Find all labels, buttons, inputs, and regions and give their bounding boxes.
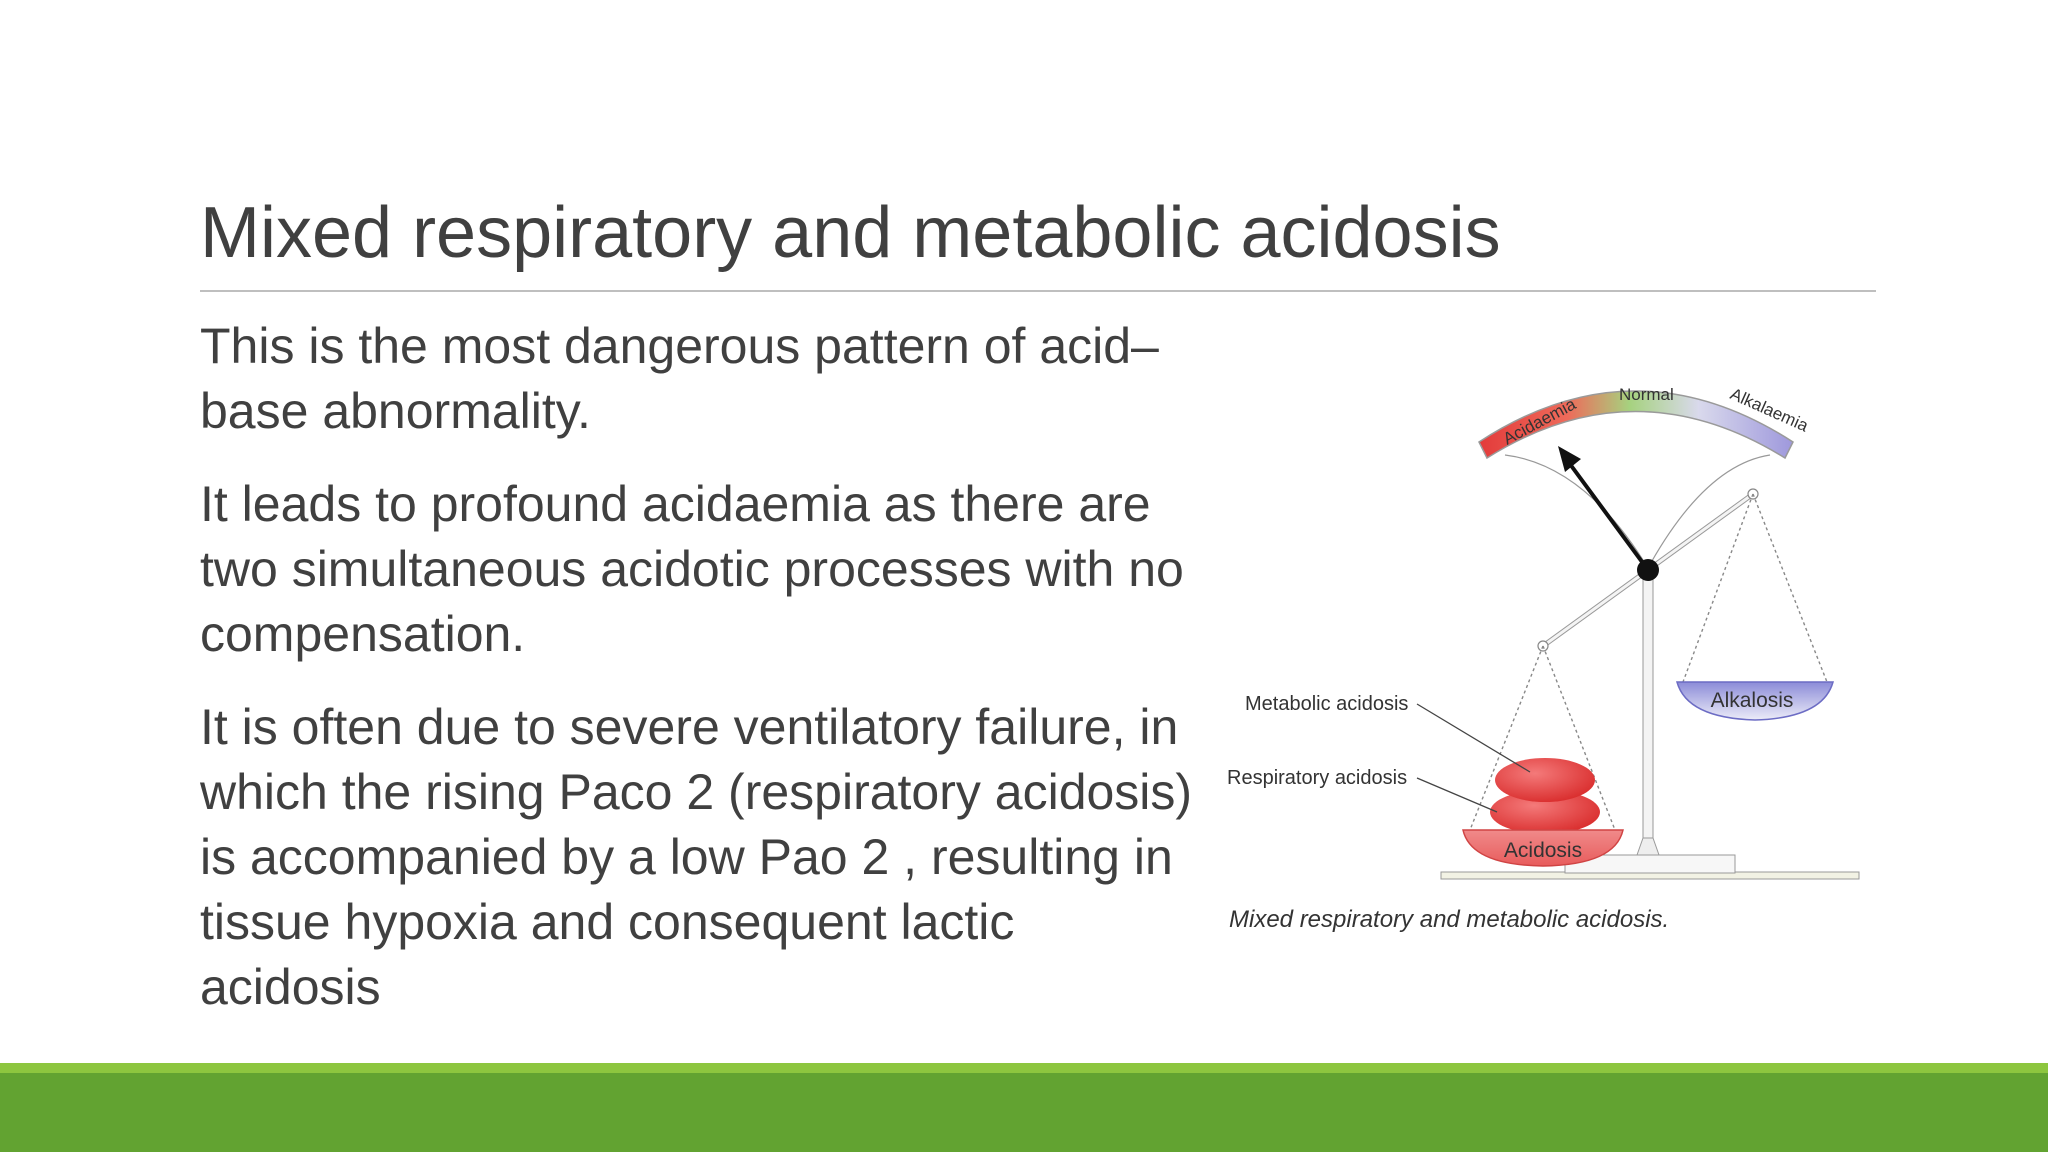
acidosis-pan-label: Acidosis — [1504, 839, 1582, 862]
scale-post — [1642, 569, 1654, 851]
ph-needle — [1565, 458, 1650, 572]
left-pan-chain-1 — [1469, 645, 1544, 831]
right-pan — [1676, 681, 1834, 721]
right-pan-chain-2 — [1752, 493, 1828, 683]
balance-scale-diagram: Acidaemia Normal Alkalaemia Acidosis — [1227, 384, 1860, 880]
alkalosis-pan-label: Alkalosis — [1711, 689, 1794, 712]
respiratory-callout-leader — [1416, 777, 1498, 813]
slide-title: Mixed respiratory and metabolic acidosis — [200, 193, 1501, 273]
normal-label: Normal — [1619, 385, 1674, 404]
balance-scale-figure: Acidaemia Normal Alkalaemia Acidosis — [1205, 360, 1885, 950]
body-text: This is the most dangerous pattern of ac… — [200, 314, 1200, 1048]
left-pan — [1462, 829, 1624, 867]
scale-pivot — [1637, 559, 1659, 581]
metabolic-acidosis-callout: Metabolic acidosis — [1245, 693, 1408, 715]
metabolic-acidosis-weight — [1495, 758, 1595, 802]
figure-caption: Mixed respiratory and metabolic acidosis… — [1229, 906, 1670, 933]
ph-needle-arrowhead — [1558, 446, 1581, 472]
metabolic-callout-leader — [1416, 703, 1531, 773]
paragraph-acidaemia: It leads to profound acidaemia as there … — [200, 476, 1184, 662]
respiratory-acidosis-callout: Respiratory acidosis — [1227, 767, 1407, 789]
gauge-guide-right — [1647, 454, 1771, 569]
respiratory-acidosis-weight — [1490, 790, 1600, 834]
left-pan-chain-2 — [1542, 645, 1616, 831]
scale-post-foot — [1636, 837, 1660, 856]
paragraph-cause: It is often due to severe ventilatory fa… — [200, 699, 1193, 1015]
paragraph-danger: This is the most dangerous pattern of ac… — [200, 318, 1159, 439]
footer-band-light — [0, 1063, 2048, 1073]
title-divider — [200, 290, 1876, 292]
footer-band-dark — [0, 1073, 2048, 1152]
ph-gauge-arc — [1478, 390, 1794, 460]
gauge-guide-left — [1504, 454, 1649, 569]
